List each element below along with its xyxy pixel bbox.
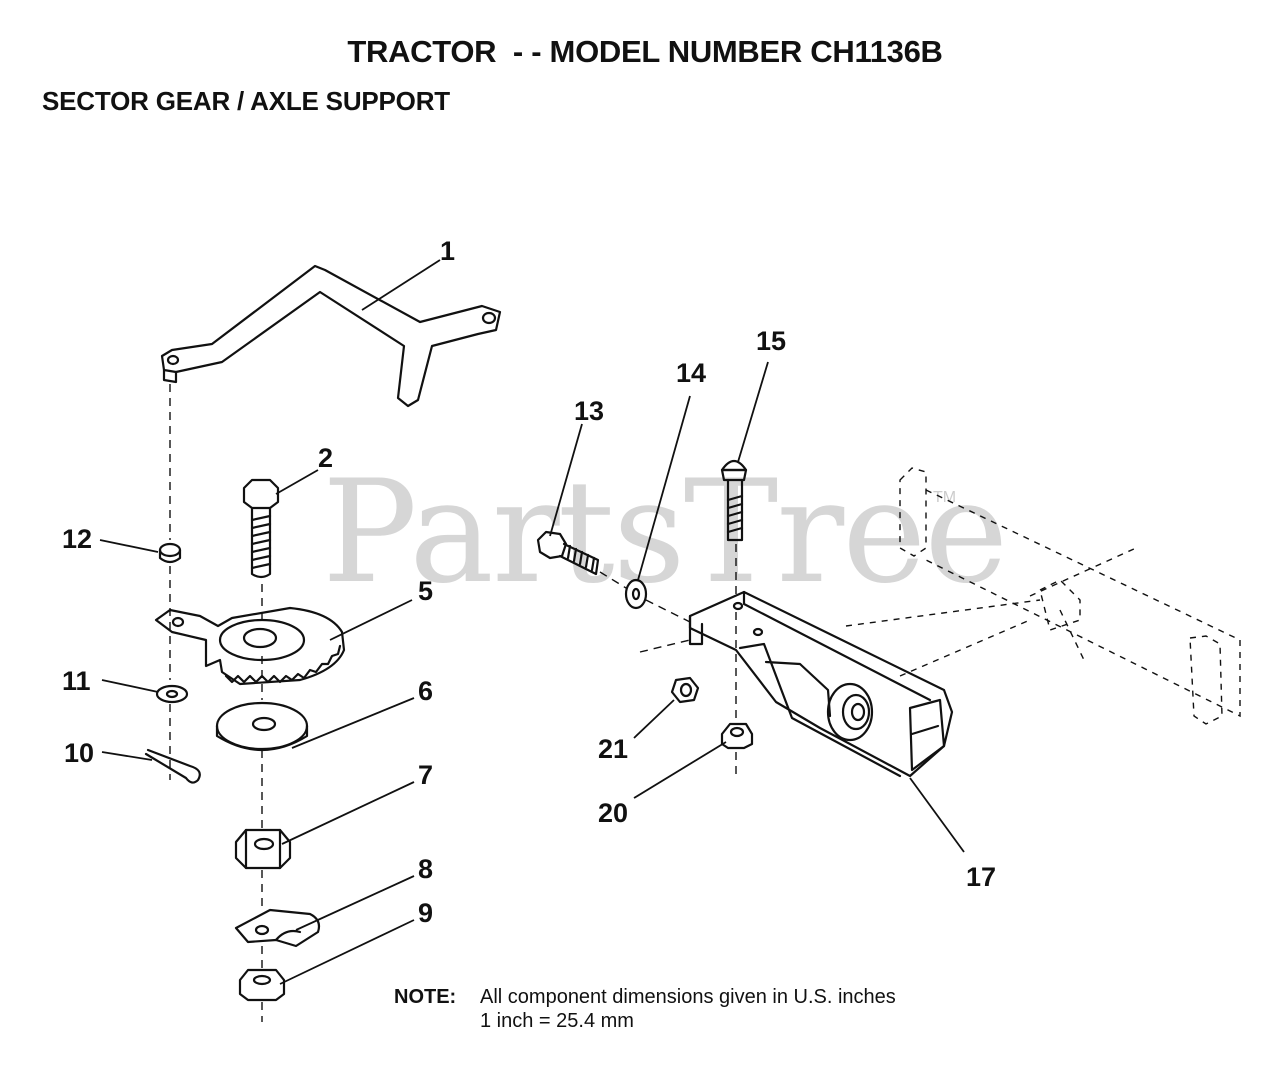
callout-12: 12 xyxy=(62,524,92,554)
frame-phantom-outline xyxy=(845,467,1241,725)
callout-1: 1 xyxy=(440,236,455,266)
alignment-lines xyxy=(169,384,737,1022)
note-text-line-1: All component dimensions given in U.S. i… xyxy=(480,986,896,1008)
part-20-nut xyxy=(720,722,754,750)
callout-5: 5 xyxy=(418,576,433,606)
callout-10: 10 xyxy=(64,738,94,768)
part-12-nut xyxy=(158,542,182,564)
part-5-sector-gear xyxy=(154,606,346,686)
callout-7: 7 xyxy=(418,760,433,790)
callout-9: 9 xyxy=(418,898,433,928)
callout-21: 21 xyxy=(598,734,628,764)
callout-14: 14 xyxy=(676,358,706,388)
part-11-washer xyxy=(155,684,189,704)
callout-20: 20 xyxy=(598,798,628,828)
part-2-bolt xyxy=(242,478,280,579)
part-13-bolt xyxy=(536,530,600,576)
part-7-nut xyxy=(234,828,292,870)
part-14-washer xyxy=(624,578,648,610)
callout-15: 15 xyxy=(756,326,786,356)
part-1-drag-link xyxy=(160,264,502,408)
part-10-cotter-pin xyxy=(144,748,201,784)
page-title: TRACTOR - - MODEL NUMBER CH1136B xyxy=(347,34,943,69)
leader-lines xyxy=(99,259,965,985)
callout-8: 8 xyxy=(418,854,433,884)
part-9-nut xyxy=(238,968,286,1002)
callout-11: 11 xyxy=(62,666,91,696)
callout-6: 6 xyxy=(418,676,433,706)
callout-13: 13 xyxy=(574,396,604,426)
part-17-axle-support xyxy=(688,590,954,778)
part-15-carriage-bolt xyxy=(720,459,748,542)
part-8-clip xyxy=(234,908,321,948)
part-6-spacer xyxy=(215,701,309,751)
note-text-line-2: 1 inch = 25.4 mm xyxy=(480,1010,634,1032)
callout-17: 17 xyxy=(966,862,996,892)
part-21-nut xyxy=(670,676,700,704)
section-subtitle: SECTOR GEAR / AXLE SUPPORT xyxy=(42,86,450,116)
note-label: NOTE: xyxy=(394,986,457,1008)
callout-2: 2 xyxy=(318,443,333,473)
